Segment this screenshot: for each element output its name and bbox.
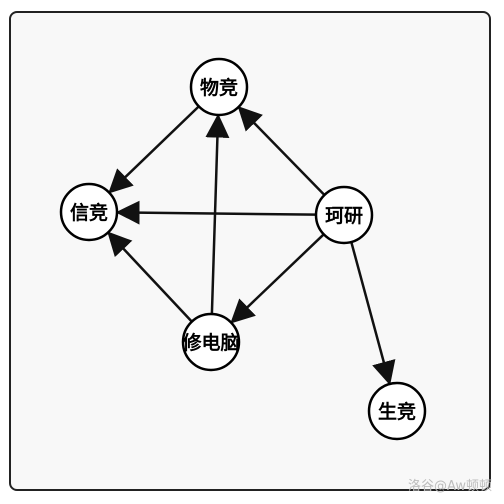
edge-wujing-to-xinjing bbox=[108, 105, 200, 194]
edges-layer bbox=[107, 105, 396, 386]
node-wujing: 物竞 bbox=[189, 57, 249, 117]
edge-keyan-to-xiudiannao bbox=[230, 233, 325, 324]
node-circle bbox=[189, 57, 249, 117]
edge-keyan-to-xinjing bbox=[115, 200, 317, 225]
node-shengjing: 生竞 bbox=[367, 381, 427, 441]
node-circle bbox=[314, 185, 374, 245]
node-label: 生竞 bbox=[378, 400, 416, 423]
node-label: 珂研 bbox=[325, 205, 363, 227]
node-keyan: 珂研 bbox=[314, 185, 374, 245]
node-xiudiannao: 修电脑 bbox=[181, 312, 241, 372]
node-xinjing: 信竞 bbox=[59, 182, 119, 242]
node-circle bbox=[367, 381, 427, 441]
node-label: 信竞 bbox=[70, 201, 108, 224]
edge-xiudiannao-to-wujing bbox=[205, 113, 230, 315]
node-label: 修电脑 bbox=[181, 331, 239, 354]
edge-xiudiannao-to-xinjing bbox=[107, 231, 193, 323]
edge-keyan-to-shengjing bbox=[350, 241, 396, 386]
node-label: 物竞 bbox=[200, 76, 238, 99]
node-circle bbox=[181, 312, 241, 372]
edge-keyan-to-wujing bbox=[237, 106, 326, 196]
node-circle bbox=[59, 182, 119, 242]
watermark-text: 洛谷@Aw顿顿 bbox=[408, 479, 492, 494]
